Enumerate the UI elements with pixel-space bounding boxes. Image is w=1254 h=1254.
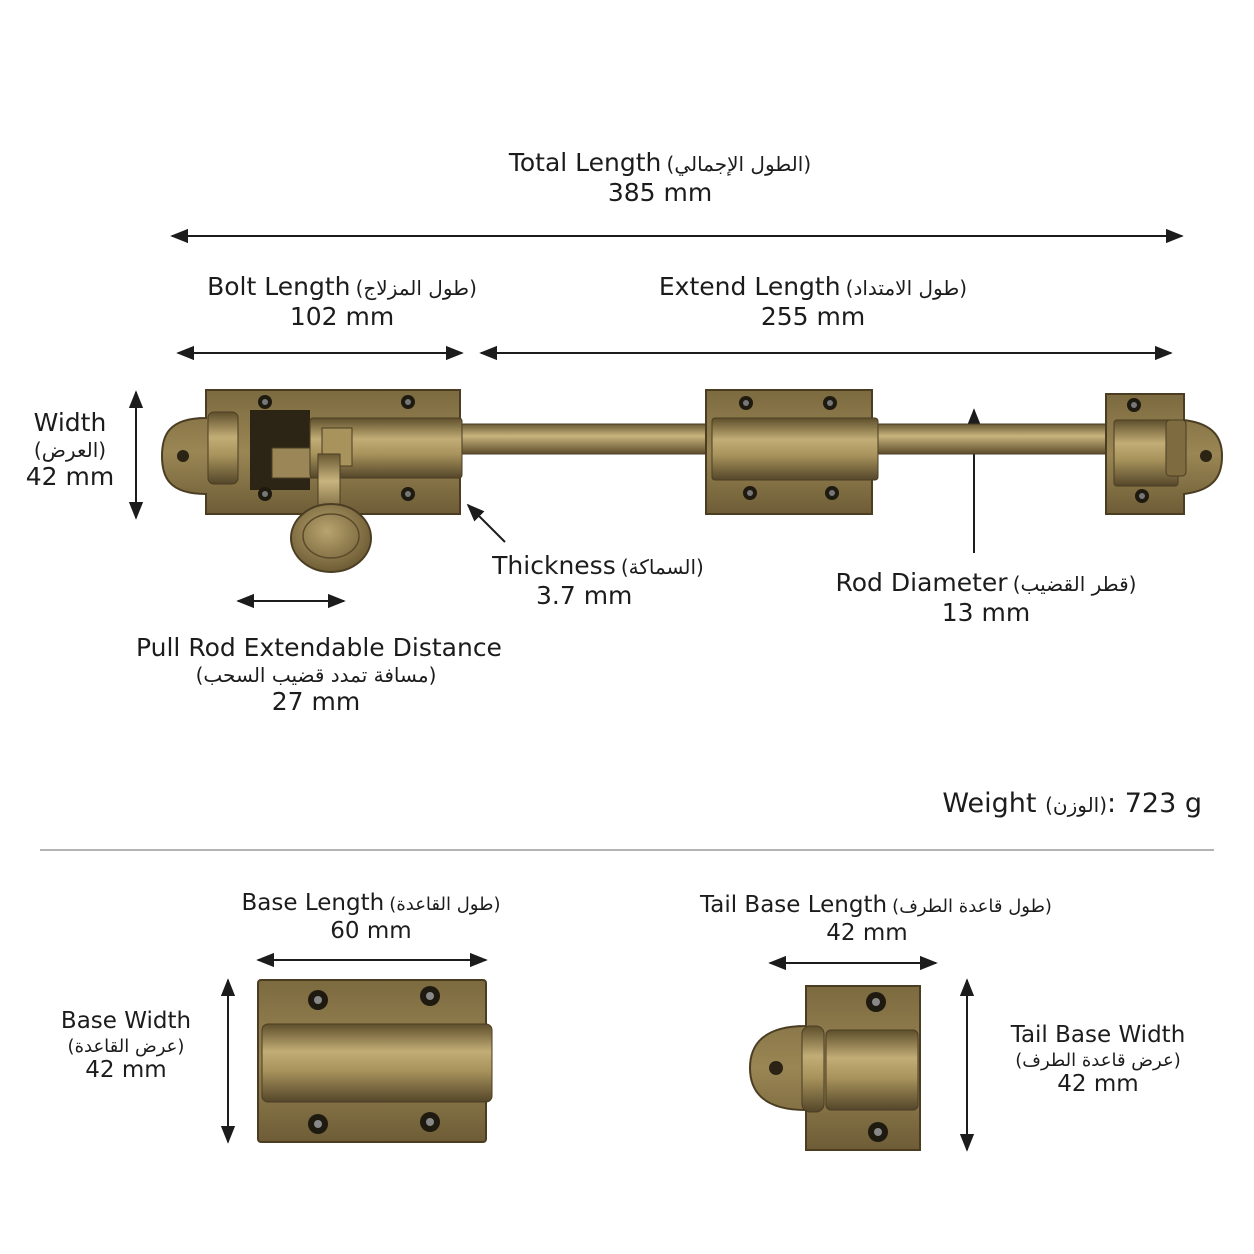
width-label: Width (العرض) 42 mm — [25, 408, 115, 491]
bolt-assembly — [160, 389, 1224, 573]
rod-diameter-label: Rod Diameter (قطر القضيب) 13 mm — [835, 568, 1137, 627]
pull-rod-label: Pull Rod Extendable Distance (مسافة تمدد… — [136, 633, 502, 716]
base-barrel — [261, 1023, 493, 1103]
thickness-pointer — [466, 503, 506, 543]
thickness-label: Thickness (السماكة) 3.7 mm — [492, 551, 704, 610]
tail-base-length-label: Tail Base Length (طول قاعدة الطرف) 42 mm — [700, 892, 1052, 946]
tail-base-barrel — [825, 1029, 919, 1111]
base-length-label: Base Length (طول القاعدة) 60 mm — [241, 890, 501, 944]
extend-length-label: Extend Length (طول الامتداد) 255 mm — [658, 272, 968, 331]
base-part — [257, 979, 493, 1143]
base-width-label: Base Width (عرض القاعدة) 42 mm — [60, 1008, 192, 1084]
total-length-label: Total Length (الطول الإجمالي) 385 mm — [508, 148, 812, 207]
guide-barrel — [711, 417, 879, 481]
weight-label: Weight (الوزن): 723 g — [942, 788, 1202, 819]
bolt-length-label: Bolt Length (طول المزلاج) 102 mm — [207, 272, 477, 331]
tail-base-width-label: Tail Base Width (عرض قاعدة الطرف) 42 mm — [1010, 1022, 1186, 1098]
tail-base-part — [748, 985, 921, 1151]
